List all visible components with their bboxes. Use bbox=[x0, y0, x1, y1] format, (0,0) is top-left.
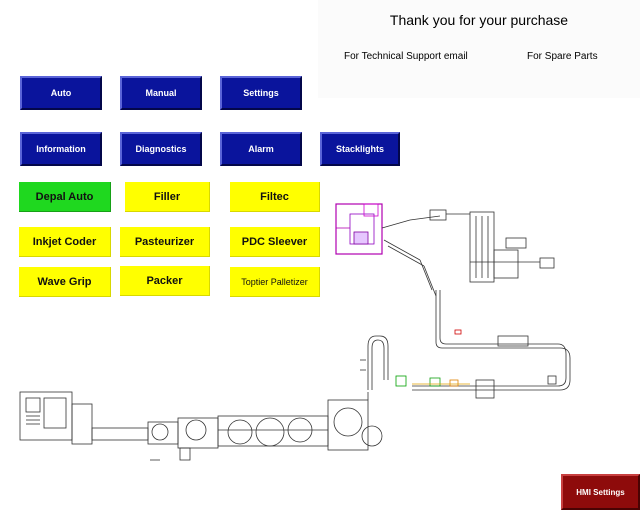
depal-area-drawing bbox=[335, 203, 555, 297]
information-button[interactable]: Information bbox=[20, 132, 102, 166]
toptier-palletizer-button[interactable]: Toptier Palletizer bbox=[230, 267, 320, 297]
filler-area-drawing bbox=[19, 391, 383, 461]
filler-button[interactable]: Filler bbox=[125, 182, 210, 212]
inkjet-coder-button[interactable]: Inkjet Coder bbox=[19, 227, 111, 257]
packer-button[interactable]: Packer bbox=[120, 266, 210, 296]
thank-you-text: Thank you for your purchase bbox=[389, 12, 569, 28]
diagnostics-button[interactable]: Diagnostics bbox=[120, 132, 202, 166]
pasteurizer-button[interactable]: Pasteurizer bbox=[120, 227, 210, 257]
auto-button[interactable]: Auto bbox=[20, 76, 102, 110]
plant-layout-diagram bbox=[19, 203, 571, 461]
settings-button[interactable]: Settings bbox=[220, 76, 302, 110]
wave-grip-button[interactable]: Wave Grip bbox=[19, 267, 111, 297]
conveyor-loop-drawing bbox=[360, 290, 571, 399]
hmi-settings-button[interactable]: HMI Settings bbox=[561, 474, 640, 510]
spare-parts-text: For Spare Parts bbox=[527, 51, 598, 62]
depal-auto-button[interactable]: Depal Auto bbox=[19, 182, 111, 212]
manual-button[interactable]: Manual bbox=[120, 76, 202, 110]
alarm-button[interactable]: Alarm bbox=[220, 132, 302, 166]
filtec-button[interactable]: Filtec bbox=[230, 182, 320, 212]
pdc-sleever-button[interactable]: PDC Sleever bbox=[230, 227, 320, 257]
header-panel: Thank you for your purchase For Technica… bbox=[318, 0, 640, 98]
stacklights-button[interactable]: Stacklights bbox=[320, 132, 400, 166]
technical-support-text: For Technical Support email bbox=[344, 51, 468, 62]
